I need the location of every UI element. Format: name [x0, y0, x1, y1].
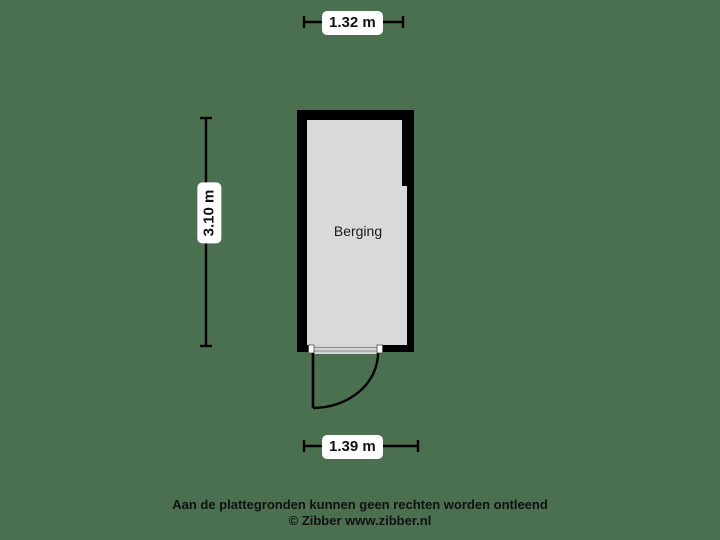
door-swing: [311, 352, 380, 410]
door-arc: [312, 352, 380, 410]
dimension-bottom-label: 1.39 m: [322, 435, 383, 459]
footer-line-2: © Zibber www.zibber.nl: [288, 513, 432, 528]
door-sill: [313, 345, 378, 353]
room-name-berging: Berging: [333, 223, 383, 239]
footer-disclaimer: Aan de plattegronden kunnen geen rechten…: [0, 497, 720, 529]
dimension-top-label: 1.32 m: [322, 11, 383, 35]
floor-fill: [307, 120, 407, 345]
dimension-left-label: 3.10 m: [197, 182, 222, 244]
door-jamb-right: [376, 344, 383, 354]
room-floor: [307, 120, 407, 345]
footer-line-1: Aan de plattegronden kunnen geen rechten…: [172, 497, 548, 512]
door-jamb-left: [308, 344, 315, 354]
door-opening: [308, 344, 383, 354]
